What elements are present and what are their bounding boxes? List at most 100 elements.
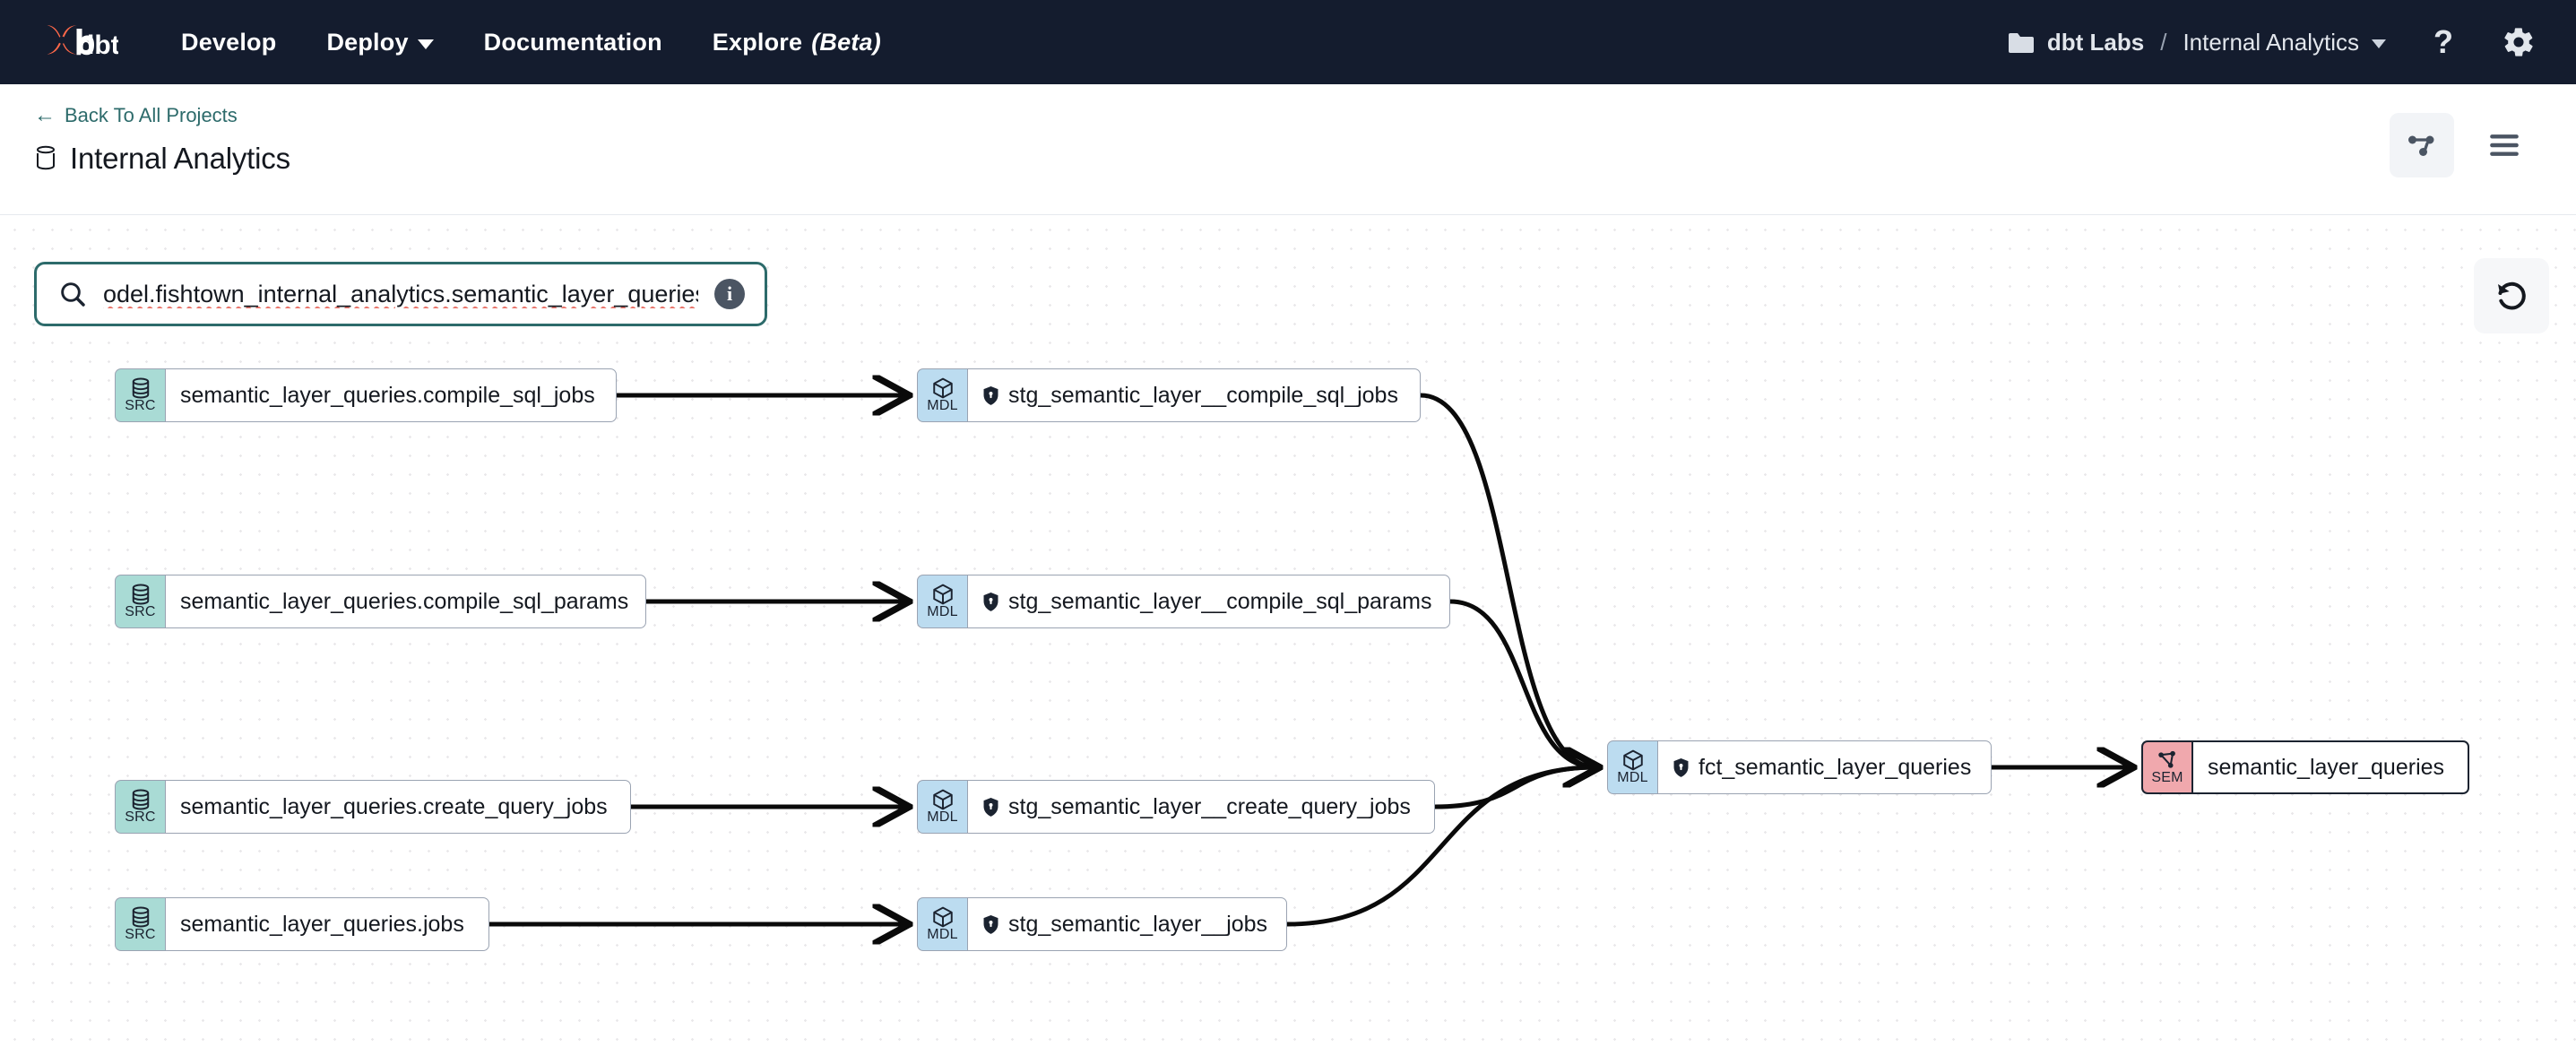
- subheader-left: ← Back To All Projects Internal Analytic…: [34, 104, 290, 176]
- lineage-nodes: SRC semantic_layer_queries.compile_sql_jo…: [0, 215, 2576, 1046]
- lineage-node-src4[interactable]: SRC semantic_layer_queries.jobs: [115, 897, 489, 951]
- page-title-row: Internal Analytics: [34, 142, 290, 176]
- dbt-logo-icon: dbt: [47, 25, 118, 60]
- node-body: stg_semantic_layer__compile_sql_jobs: [967, 368, 1421, 422]
- node-type-badge-label: MDL: [1617, 770, 1648, 786]
- node-label: stg_semantic_layer__compile_sql_jobs: [1008, 382, 1398, 408]
- lineage-node-src2[interactable]: SRC semantic_layer_queries.compile_sql_pa…: [115, 575, 646, 628]
- node-type-badge-mdl: MDL: [917, 780, 967, 834]
- node-body: semantic_layer_queries: [2191, 740, 2469, 794]
- nav-link-documentation-label: Documentation: [483, 28, 662, 56]
- node-type-badge-mdl: MDL: [917, 368, 967, 422]
- shield-lock-icon: [983, 385, 998, 405]
- database-cylinder-icon: [132, 906, 149, 928]
- node-label: stg_semantic_layer__compile_sql_params: [1008, 588, 1432, 614]
- node-body: semantic_layer_queries.jobs: [165, 897, 489, 951]
- dbt-brand-logo[interactable]: dbt: [43, 16, 118, 68]
- project-subheader: ← Back To All Projects Internal Analytic…: [0, 84, 2576, 215]
- node-type-badge-label: MDL: [927, 809, 958, 826]
- lineage-node-fct[interactable]: MDL fct_semantic_layer_queries: [1607, 740, 1992, 794]
- node-label: stg_semantic_layer__jobs: [1008, 911, 1268, 937]
- info-icon[interactable]: i: [714, 279, 745, 309]
- page-title: Internal Analytics: [70, 142, 290, 175]
- nav-link-documentation[interactable]: Documentation: [484, 29, 662, 56]
- node-type-badge-src: SRC: [115, 780, 165, 834]
- cube-icon: [932, 789, 953, 810]
- org-name-label: dbt Labs: [2046, 28, 2145, 56]
- lineage-node-src3[interactable]: SRC semantic_layer_queries.create_query_j…: [115, 780, 631, 834]
- help-button[interactable]: ?: [2425, 24, 2461, 60]
- node-label: semantic_layer_queries: [2208, 754, 2445, 780]
- node-type-badge-label: SRC: [125, 398, 156, 414]
- nav-link-develop[interactable]: Develop: [181, 29, 276, 56]
- database-cylinder-icon: [132, 377, 149, 399]
- gear-icon: [2504, 28, 2533, 56]
- svg-text:dbt: dbt: [78, 30, 118, 60]
- lineage-canvas[interactable]: odel.fishtown_internal_analytics.semanti…: [0, 215, 2576, 1046]
- top-navbar: dbt Develop Deploy Documentation Explore…: [0, 0, 2576, 84]
- node-body: stg_semantic_layer__compile_sql_params: [967, 575, 1450, 628]
- nav-link-develop-label: Develop: [181, 28, 277, 56]
- lineage-node-sem[interactable]: SEM semantic_layer_queries: [2141, 740, 2469, 794]
- node-label: semantic_layer_queries.compile_sql_jobs: [180, 382, 595, 408]
- navbar-right-cluster: dbt Labs / Internal Analytics ?: [2008, 24, 2537, 60]
- main-nav-links: Develop Deploy Documentation Explore (Be…: [181, 29, 881, 56]
- lineage-node-mdl3[interactable]: MDL stg_semantic_layer__create_query_jobs: [917, 780, 1435, 834]
- nav-link-deploy[interactable]: Deploy: [326, 29, 434, 56]
- folder-icon: [2008, 33, 2034, 53]
- breadcrumb-separator: /: [2160, 28, 2167, 56]
- lineage-node-mdl2[interactable]: MDL stg_semantic_layer__compile_sql_param…: [917, 575, 1450, 628]
- node-type-badge-mdl: MDL: [917, 897, 967, 951]
- semantic-graph-icon: [2158, 751, 2175, 768]
- nav-link-explore-beta-tag: (Beta): [811, 28, 881, 56]
- shield-lock-icon: [1673, 757, 1689, 777]
- chevron-down-icon: [2372, 39, 2386, 48]
- node-label: fct_semantic_layer_queries: [1699, 754, 1972, 780]
- shield-lock-icon: [983, 914, 998, 934]
- node-type-badge-src: SRC: [115, 368, 165, 422]
- node-label: semantic_layer_queries.jobs: [180, 911, 464, 937]
- node-body: stg_semantic_layer__jobs: [967, 897, 1287, 951]
- lineage-node-mdl1[interactable]: MDL stg_semantic_layer__compile_sql_jobs: [917, 368, 1421, 422]
- arrow-left-icon: ←: [34, 103, 56, 127]
- project-name-label: Internal Analytics: [2183, 28, 2359, 56]
- lineage-node-src1[interactable]: SRC semantic_layer_queries.compile_sql_jo…: [115, 368, 617, 422]
- org-breadcrumb[interactable]: dbt Labs: [2008, 29, 2144, 56]
- back-link-label: Back To All Projects: [65, 104, 238, 126]
- node-search-box[interactable]: odel.fishtown_internal_analytics.semanti…: [34, 262, 767, 326]
- node-type-badge-label: MDL: [927, 604, 958, 620]
- reset-view-button[interactable]: [2474, 258, 2549, 333]
- project-breadcrumb-dropdown[interactable]: Internal Analytics: [2183, 29, 2386, 56]
- nav-link-explore-label: Explore: [712, 28, 803, 56]
- cube-icon: [932, 584, 953, 605]
- question-mark-icon: ?: [2433, 23, 2453, 60]
- node-type-badge-src: SRC: [115, 897, 165, 951]
- nav-link-explore[interactable]: Explore (Beta): [713, 29, 881, 56]
- node-type-badge-sem: SEM: [2141, 740, 2191, 794]
- lineage-node-mdl4[interactable]: MDL stg_semantic_layer__jobs: [917, 897, 1287, 951]
- settings-button[interactable]: [2501, 24, 2537, 60]
- node-type-badge-label: MDL: [927, 927, 958, 943]
- cube-icon: [932, 906, 953, 928]
- hamburger-menu-icon: [2490, 134, 2519, 156]
- node-body: semantic_layer_queries.create_query_jobs: [165, 780, 631, 834]
- search-input[interactable]: odel.fishtown_internal_analytics.semanti…: [103, 280, 698, 307]
- menu-button[interactable]: [2472, 113, 2537, 177]
- chevron-down-icon: [417, 39, 434, 49]
- lineage-view-button[interactable]: [2390, 113, 2454, 177]
- node-body: stg_semantic_layer__create_query_jobs: [967, 780, 1435, 834]
- node-type-badge-src: SRC: [115, 575, 165, 628]
- node-type-badge-mdl: MDL: [1607, 740, 1657, 794]
- node-label: semantic_layer_queries.compile_sql_param…: [180, 588, 629, 614]
- node-type-badge-label: MDL: [927, 398, 958, 414]
- node-type-badge-label: SRC: [125, 809, 156, 826]
- node-label: semantic_layer_queries.create_query_jobs: [180, 793, 608, 819]
- node-type-badge-label: SRC: [125, 604, 156, 620]
- database-icon: [37, 145, 55, 170]
- node-type-badge-mdl: MDL: [917, 575, 967, 628]
- node-type-badge-label: SEM: [2151, 770, 2183, 786]
- back-to-all-projects-link[interactable]: ← Back To All Projects: [34, 104, 290, 127]
- node-body: semantic_layer_queries.compile_sql_jobs: [165, 368, 617, 422]
- database-cylinder-icon: [132, 789, 149, 810]
- subheader-actions: [2390, 104, 2537, 177]
